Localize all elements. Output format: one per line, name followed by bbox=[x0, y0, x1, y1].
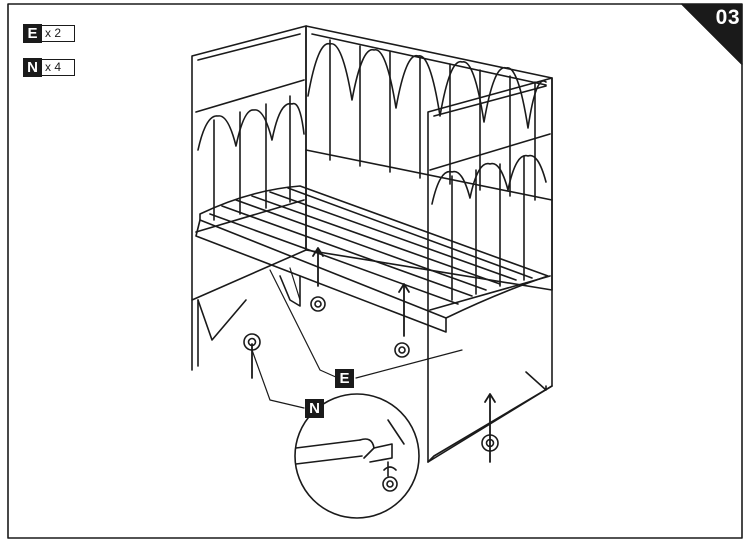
part-quantity-e: x 2 bbox=[42, 24, 75, 42]
parts-legend: E x 2 N x 4 bbox=[23, 23, 75, 92]
back-panel bbox=[305, 25, 553, 291]
nut-icon-2 bbox=[394, 342, 410, 358]
callout-n: N bbox=[305, 399, 324, 418]
part-row-e: E x 2 bbox=[23, 23, 75, 43]
bolt-icon-2 bbox=[398, 283, 410, 337]
nut-icon-4 bbox=[481, 434, 499, 452]
part-row-n: N x 4 bbox=[23, 57, 75, 77]
seat bbox=[195, 185, 549, 333]
page-border bbox=[7, 3, 743, 539]
step-corner bbox=[681, 3, 743, 65]
left-side-panel bbox=[191, 25, 307, 371]
right-side-panel bbox=[427, 77, 553, 463]
nut-icon-1 bbox=[310, 296, 326, 312]
part-quantity-n: x 4 bbox=[42, 58, 75, 76]
front-left-leg bbox=[197, 275, 301, 341]
step-number: 03 bbox=[715, 6, 740, 29]
leader-lines bbox=[251, 267, 463, 409]
part-letter-n: N bbox=[23, 57, 42, 77]
magnify-detail-icon bbox=[294, 393, 420, 519]
callout-e: E bbox=[335, 369, 354, 388]
bolt-icon-1 bbox=[312, 247, 324, 287]
part-letter-e: E bbox=[23, 23, 42, 43]
nut-icon-3 bbox=[243, 333, 261, 351]
